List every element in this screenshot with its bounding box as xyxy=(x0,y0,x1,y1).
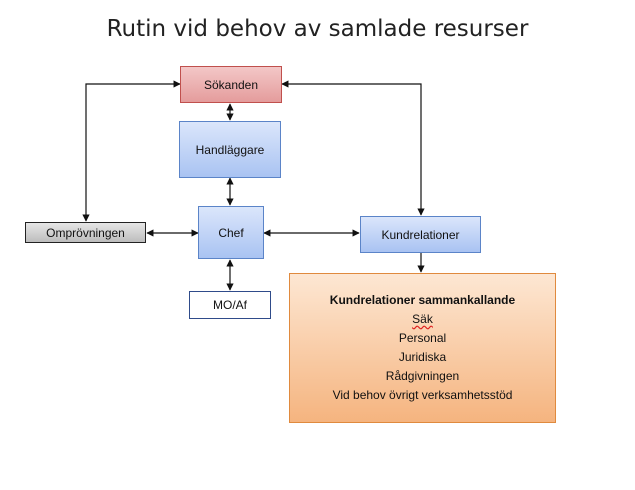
node-handlaggare: Handläggare xyxy=(179,121,281,178)
node-mo-af-label: MO/Af xyxy=(212,298,247,312)
arrow-sokanden-kundrelationer xyxy=(281,80,425,216)
resources-item: Juridiska xyxy=(398,350,447,364)
node-sokanden: Sökanden xyxy=(180,66,282,103)
node-omprovningen-label: Omprövningen xyxy=(46,225,125,240)
node-chef-label: Chef xyxy=(218,225,244,240)
resources-heading: Kundrelationer sammankallande xyxy=(329,293,516,307)
node-kundrelationer: Kundrelationer xyxy=(360,216,481,253)
node-handlaggare-label: Handläggare xyxy=(195,142,265,157)
node-chef: Chef xyxy=(198,206,264,259)
node-sokanden-label: Sökanden xyxy=(203,77,259,92)
resources-item: Säk xyxy=(412,312,433,326)
resources-box: Kundrelationer sammankallande Säk Person… xyxy=(289,273,556,423)
page-title: Rutin vid behov av samlade resurser xyxy=(106,16,529,42)
arrow-sokanden-omprovningen xyxy=(82,80,181,222)
resources-item: Personal xyxy=(398,331,447,345)
resources-item: Vid behov övrigt verksamhetsstöd xyxy=(332,388,513,402)
resources-item: Rådgivningen xyxy=(385,369,460,383)
node-kundrelationer-label: Kundrelationer xyxy=(381,227,460,242)
node-omprovningen: Omprövningen xyxy=(25,222,146,243)
node-mo-af: MO/Af xyxy=(189,291,271,319)
